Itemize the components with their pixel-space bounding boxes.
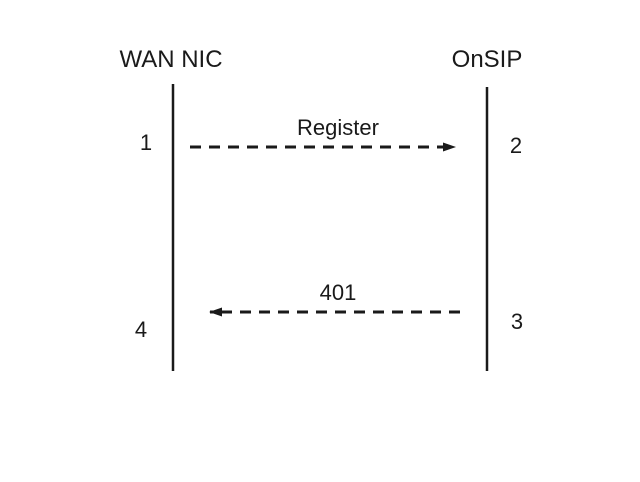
seq-number-3: 3 <box>510 309 524 334</box>
actor-label-wan-nic: WAN NIC <box>119 46 223 73</box>
seq-number-1: 1 <box>139 130 153 155</box>
actor-label-onsip: OnSIP <box>451 46 523 73</box>
seq-number-2: 2 <box>509 133 523 158</box>
seq-number-4: 4 <box>134 317 148 342</box>
message-label-register: Register <box>297 115 379 140</box>
message-label-401: 401 <box>319 280 357 305</box>
